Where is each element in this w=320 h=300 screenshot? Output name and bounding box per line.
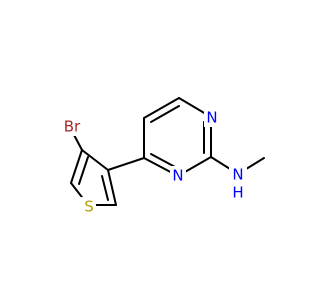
nitrogen-ring-top-label: N — [206, 109, 217, 127]
bond-c3-c4-thiophene — [81, 149, 109, 171]
bond-c5-c6-inner — [150, 105, 180, 123]
hydrogen-amine-label: H — [232, 184, 243, 202]
sulfur-label: S — [84, 198, 94, 216]
bond-n3-c4-inner — [150, 153, 178, 169]
bond-c4-c5 — [107, 169, 117, 206]
label-masks — [58, 107, 247, 217]
molecule-structure: Br S N N N H — [58, 97, 265, 217]
bond-c3-c2-thiophene — [70, 149, 83, 184]
bond-c4-c5-inner — [101, 175, 109, 201]
bond-c3-c2-thiophene-inner — [78, 156, 89, 185]
bromine-label: Br — [64, 118, 81, 136]
molecule-canvas: Br S N N N H — [58, 97, 265, 217]
atom-labels: Br S N N N H — [64, 109, 244, 216]
nitrogen-amine-label: N — [232, 166, 243, 184]
nitrogen-ring-bottom-label: N — [172, 167, 183, 185]
bond-c5-c6 — [143, 97, 180, 119]
pyrimidine-ring — [107, 97, 265, 177]
thiophene-ring — [70, 132, 117, 206]
bond-c4-pyrimidine-link — [107, 157, 145, 171]
